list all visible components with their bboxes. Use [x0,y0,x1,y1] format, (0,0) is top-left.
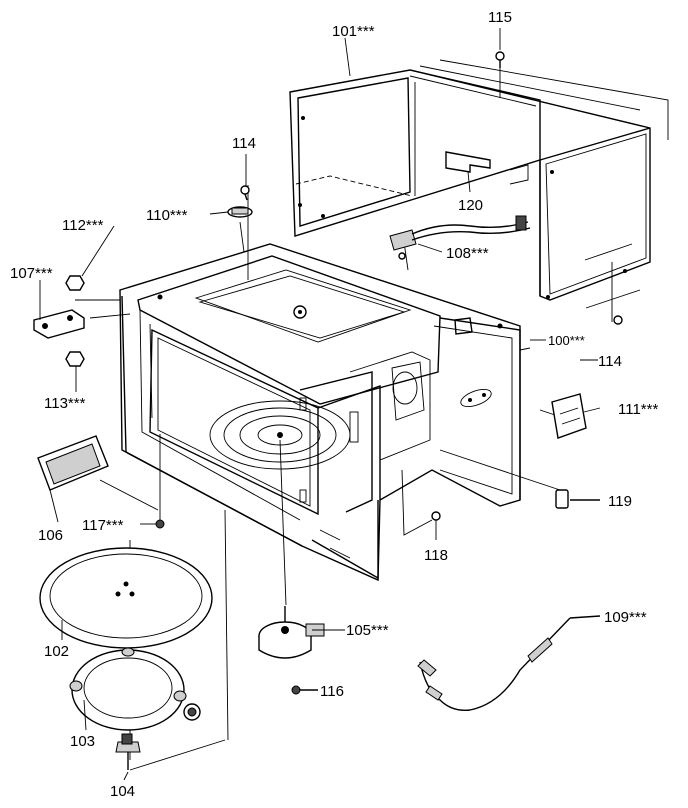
sensor-harness-part-108 [389,215,531,260]
label-108: 108*** [446,245,489,262]
label-119: 119 [608,493,632,510]
oven-cavity-chassis-part-100 [119,243,521,582]
label-112: 112*** [62,217,104,234]
label-101: 101*** [332,23,375,40]
label-120: 120 [458,197,483,214]
label-114-right: 114 [598,353,622,370]
waveguide-cover-part-111 [551,393,587,439]
screw-part-114-right [613,315,623,325]
label-104: 104 [110,783,135,800]
label-117: 117*** [82,517,124,534]
label-111: 111*** [618,401,658,418]
label-107: 107*** [10,265,53,282]
thermal-cutout-part-110 [227,206,253,218]
roller-ring-part-103 [69,647,201,731]
label-105: 105*** [346,622,389,639]
cap-part-119 [555,489,600,509]
label-106: 106 [38,527,63,544]
label-103: 103 [70,733,95,750]
nut-part-112 [65,275,85,291]
label-100: 100*** [548,333,585,348]
turntable-motor-part-105 [258,606,325,659]
hinge-bracket-part-107 [33,309,85,339]
coupler-part-104 [115,733,141,770]
label-110: 110*** [146,207,188,224]
label-114-top: 114 [232,135,256,152]
label-102: 102 [44,643,69,660]
lamp-lens-part-106 [37,435,109,491]
label-109: 109*** [604,609,647,626]
label-116: 116 [320,683,344,700]
nut-part-113 [65,351,85,367]
screw-part-116 [291,685,318,695]
screw-part-117 [155,519,165,529]
label-113: 113*** [44,395,86,412]
glass-tray-part-102 [39,547,213,649]
screw-part-114-top [240,185,250,201]
thermistor-part-109 [417,615,601,711]
bracket-part-120 [445,151,491,173]
label-118: 118 [424,547,448,564]
outer-cabinet-part-101 [289,59,669,301]
label-115: 115 [488,9,512,26]
leader-lines [39,28,601,781]
screw-part-115 [495,51,505,68]
screw-part-118 [431,511,441,521]
